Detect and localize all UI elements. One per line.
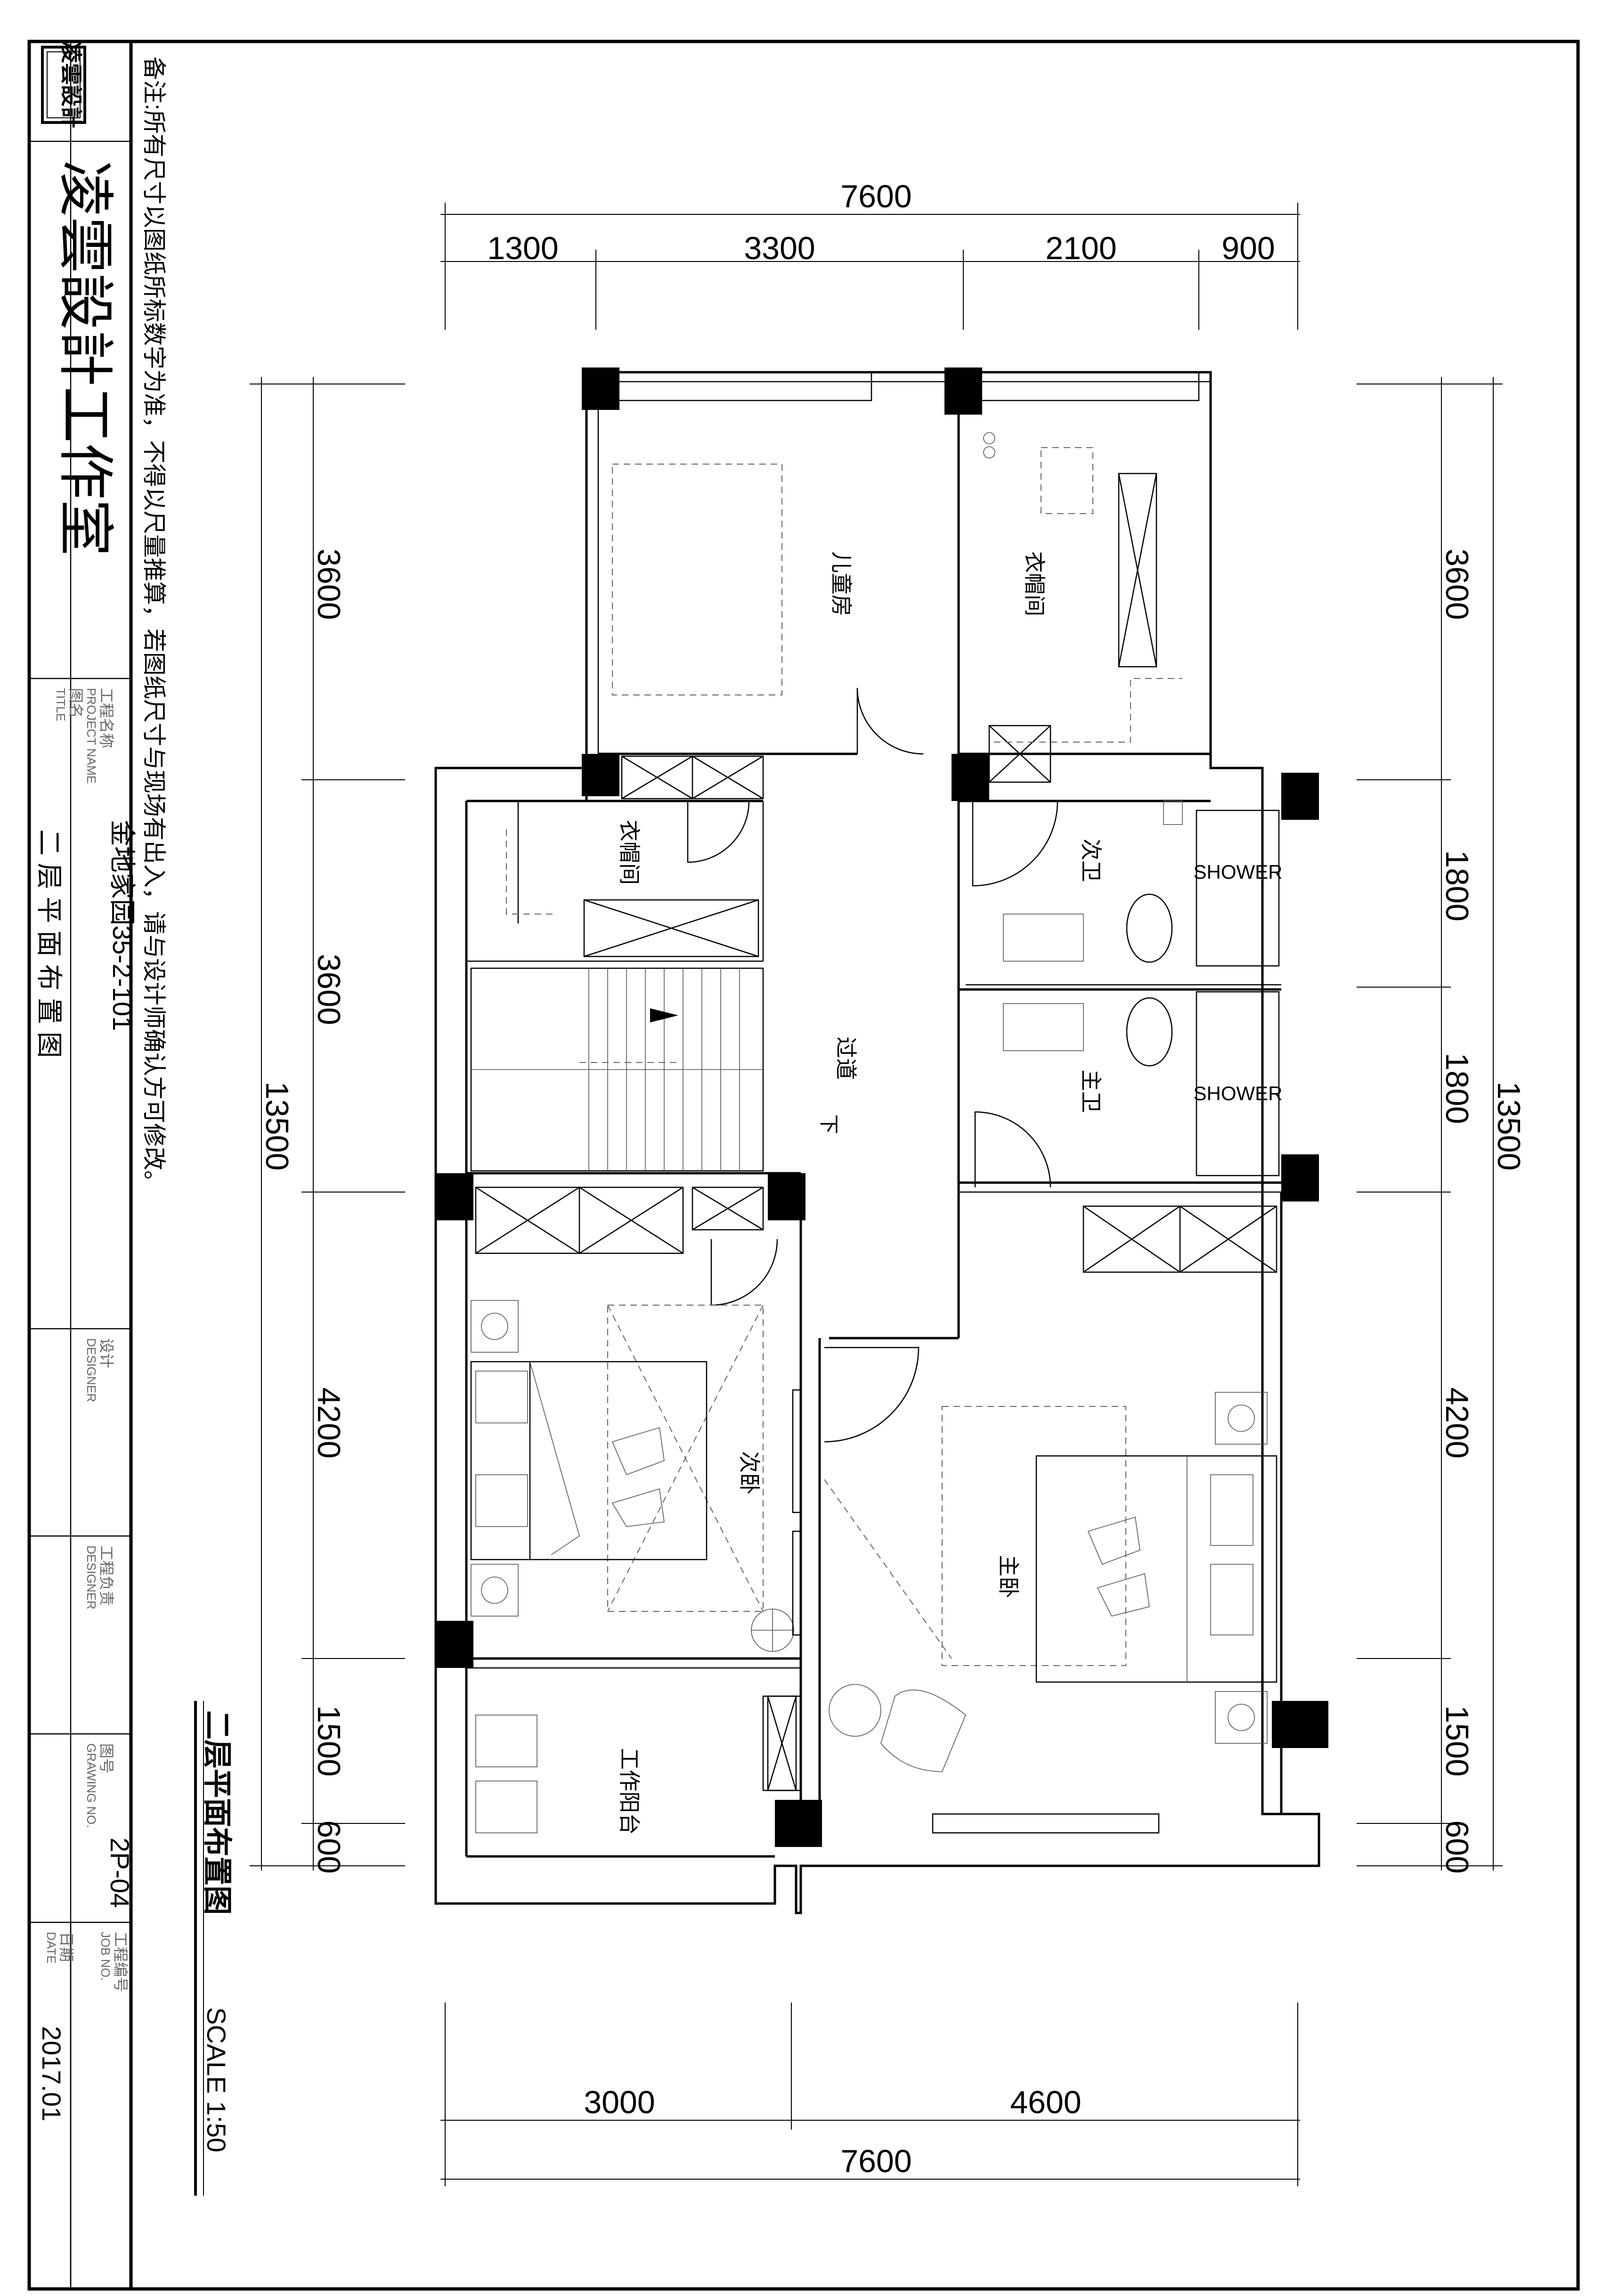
dim-top-seg-3: 2100 (1045, 230, 1116, 266)
room-label-master-bedroom: 主卧 (996, 1555, 1021, 1598)
shower-label-1: SHOWER (1194, 861, 1283, 883)
note-text: 备注:所有尺寸以图纸所标数字为准，不得以尺量推算，若图纸尺寸与现场有出入，请与设… (141, 57, 167, 1194)
dim-top-total: 7600 (840, 179, 911, 214)
drawing-frame (27, 40, 1580, 2291)
dim-right-seg-4: 4200 (1439, 1387, 1475, 1458)
drawing-no: 2P-04 (105, 1838, 135, 1908)
stair-down-label: 下 (818, 1114, 840, 1134)
dim-top-seg-4: 900 (1221, 230, 1275, 266)
room-label-master-bath: 主卫 (1079, 1070, 1103, 1113)
caption-scale: SCALE 1:50 (202, 2007, 231, 2152)
drawing-caption: 二层平面布置图 SCALE 1:50 (194, 1701, 233, 2196)
dim-left-seg-3: 4200 (311, 1387, 347, 1458)
designer-label-en: DESIGNER (84, 1338, 98, 1402)
project-name: 金地家园35-2-101 (107, 820, 137, 1031)
furniture (470, 432, 1277, 1833)
dimension-lines: 7600 1300 3300 2100 900 3000 4600 7600 3… (250, 179, 1527, 2186)
dim-right-seg-2: 1800 (1439, 850, 1475, 921)
structural-columns (436, 368, 1328, 1847)
studio-name: 凌雲設計工作室 (54, 160, 117, 556)
pillow-icon (1087, 1516, 1150, 1617)
dim-right-seg-6: 600 (1439, 1820, 1475, 1873)
job-no-label-cn: 工程编号 (112, 1932, 129, 1992)
room-label-second-bath: 次卫 (1079, 839, 1103, 882)
drawing-title-label-cn: 图名 (67, 688, 84, 718)
dim-right-seg-1: 3600 (1439, 548, 1475, 620)
date-value: 2017.01 (37, 2026, 66, 2121)
room-label-closet-top: 衣帽间 (1022, 551, 1047, 616)
room-labels: 儿童房 衣帽间 衣帽间 次卫 主卫 过道 下 次卧 主卧 工作阳台 SHOWER… (617, 551, 1283, 1835)
seal-text: 凌雲設計 (59, 41, 83, 128)
dim-left-total: 13500 (259, 1081, 295, 1170)
date-label-cn: 日期 (58, 1932, 75, 1962)
drawing-title-label-en: TITLE (54, 688, 68, 721)
manager-label-cn: 工程负责 (98, 1545, 115, 1606)
dim-right-seg-3: 1800 (1439, 1053, 1475, 1124)
date-label-en: DATE (44, 1932, 58, 1963)
pillow-icon (611, 1427, 665, 1527)
drawing-no-label-cn: 图号 (98, 1743, 115, 1773)
project-label-cn: 工程名称 (98, 688, 115, 748)
drawing-title-main: 二 层 平 面 布 置 图 (34, 829, 64, 1058)
title-block: 凌雲設計 凌雲設計工作室 工程名称 PROJECT NAME 金地家园35-2-… (34, 41, 137, 2121)
dim-top-seg-2: 3300 (744, 230, 815, 266)
caption-title: 二层平面布置图 (201, 1710, 233, 1915)
shower-label-2: SHOWER (1194, 1082, 1283, 1104)
dim-bottom-total: 7600 (840, 2143, 911, 2179)
studio-seal: 凌雲設計 (41, 41, 86, 128)
dim-left-seg-5: 600 (311, 1820, 347, 1873)
dim-bottom-seg-2: 4600 (1010, 2084, 1081, 2120)
room-label-closet-left: 衣帽间 (617, 820, 642, 885)
ceiling-outlines (607, 447, 1126, 1666)
job-no-label-en: JOB NO. (98, 1932, 113, 1981)
dim-top-seg-1: 1300 (487, 230, 558, 266)
designer-label-cn: 设计 (98, 1338, 115, 1368)
staircase (470, 967, 764, 1172)
dim-left-seg-4: 1500 (311, 1705, 347, 1776)
doors (687, 687, 1058, 1443)
walls (434, 371, 1320, 1914)
drawing-no-label-en: GRAWING NO. (84, 1743, 98, 1828)
dim-bottom-seg-1: 3000 (584, 2084, 655, 2120)
project-label-en: PROJECT NAME (84, 688, 98, 784)
wardrobes (475, 473, 1277, 1791)
dim-right-total: 13500 (1491, 1081, 1527, 1170)
room-label-work-balcony: 工作阳台 (617, 1748, 642, 1835)
manager-label-en: DESIGNER (84, 1545, 98, 1610)
dim-left-seg-2: 3600 (311, 954, 347, 1025)
dim-left-seg-1: 3600 (311, 548, 347, 620)
dim-right-seg-5: 1500 (1439, 1705, 1475, 1776)
room-label-second-bedroom: 次卧 (737, 1451, 762, 1495)
room-label-corridor: 过道 (834, 1037, 858, 1080)
room-label-kids-room: 儿童房 (829, 551, 854, 616)
